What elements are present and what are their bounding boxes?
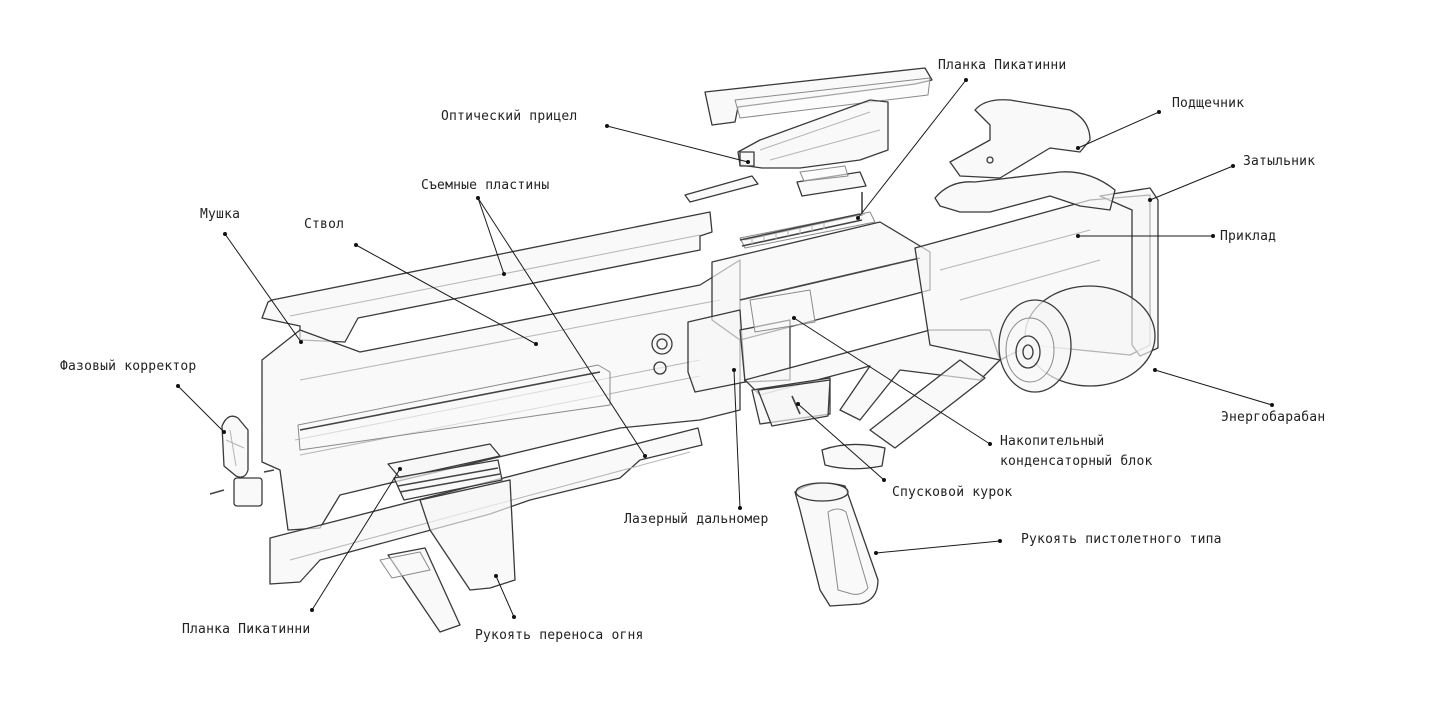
leader-trigger: [797, 403, 885, 481]
label-butt-plate: Затыльник: [1243, 154, 1316, 169]
trigger: [757, 379, 831, 427]
pistol-grip: [794, 482, 879, 607]
label-energy-drum: Энергобарабан: [1221, 410, 1326, 425]
leader-plates-1: [477, 197, 505, 275]
leader-capacitor-block: [793, 317, 991, 445]
leader-plates-2: [477, 197, 646, 457]
leader-pistol-grip: [875, 540, 1001, 554]
leader-carrying-handle: [495, 575, 515, 618]
leader-butt-plate: [1149, 165, 1234, 201]
label-cheek-rest: Подщечник: [1172, 96, 1245, 111]
picatinny-rail-bottom: [387, 443, 503, 501]
label-front-sight: Мушка: [200, 207, 241, 222]
leader-phase-corrector: [177, 385, 225, 433]
leader-front-sight: [224, 233, 302, 343]
label-capacitor-block: Накопительный конденсаторный блок: [1000, 434, 1153, 469]
leader-picatinny-bottom: [311, 468, 401, 611]
leader-lines: [176, 78, 1274, 619]
picatinny-rail-top: [739, 213, 863, 247]
leader-optical-sight: [606, 125, 749, 163]
leader-picatinny-top: [857, 79, 967, 219]
leader-barrel: [355, 244, 537, 345]
label-picatinny-rail-bottom: Планка Пикатинни: [182, 622, 311, 637]
phase-corrector: [209, 415, 275, 507]
scope-cover: [704, 67, 933, 126]
label-pistol-grip: Рукоять пистолетного типа: [1021, 532, 1222, 547]
label-optical-sight: Оптический прицел: [441, 109, 578, 124]
removable-plate-top: [261, 211, 713, 343]
label-removable-plates: Съемные пластины: [421, 178, 550, 193]
label-laser-rangefinder: Лазерный дальномер: [624, 512, 769, 527]
cheek-rest: [934, 99, 1116, 213]
receiver-upper: [711, 211, 931, 341]
laser-rangefinder: [651, 309, 791, 393]
label-stock: Приклад: [1220, 229, 1277, 244]
leader-cheek-rest: [1077, 111, 1160, 149]
carrying-handle: [379, 479, 516, 633]
label-phase-corrector: Фазовый корректор: [60, 359, 197, 374]
optical-sight: [684, 99, 889, 216]
label-picatinny-rail-top: Планка Пикатинни: [938, 58, 1067, 73]
energy-drum: [998, 285, 1156, 393]
label-trigger: Спусковой курок: [892, 485, 1013, 500]
label-carrying-handle: Рукоять переноса огня: [475, 628, 644, 643]
barrel-body: [261, 259, 741, 531]
label-barrel: Ствол: [304, 217, 345, 232]
leader-laser-rangefinder: [733, 369, 741, 509]
leader-energy-drum: [1154, 369, 1273, 406]
